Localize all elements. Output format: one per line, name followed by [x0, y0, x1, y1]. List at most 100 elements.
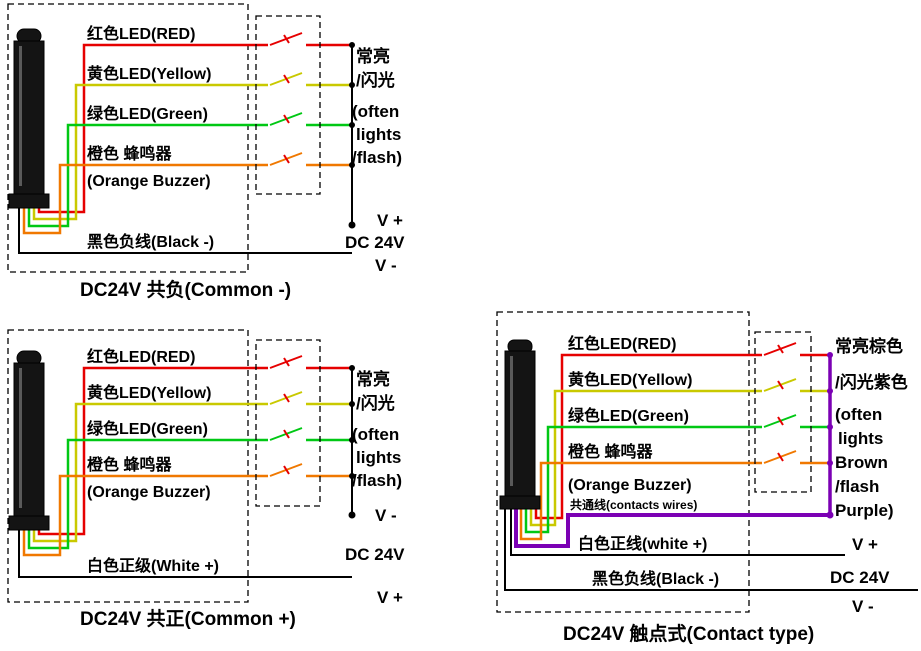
- junction-dot: [827, 388, 833, 394]
- mode-label-4: lights: [838, 429, 883, 448]
- v-minus-label: V -: [375, 256, 397, 275]
- junction-dot: [349, 473, 355, 479]
- switch-contact-tick: [777, 344, 784, 354]
- tower-highlight: [510, 356, 513, 486]
- mode-label-6: /flash: [835, 477, 879, 496]
- mode-label-4: lights: [356, 125, 401, 144]
- device-boundary-box: [7, 3, 249, 273]
- switch-contact-tick: [283, 154, 290, 164]
- green-led-label: 绿色LED(Green): [87, 104, 208, 123]
- tower-base: [8, 515, 50, 531]
- switch-contact-tick: [283, 465, 290, 475]
- junction-dot: [349, 122, 355, 128]
- green-led-label: 绿色LED(Green): [568, 406, 689, 425]
- switch-group-box: [754, 331, 812, 493]
- mode-label-5: /flash): [352, 471, 402, 490]
- orange-buzzer-wire: [22, 163, 352, 235]
- mode-label-2: /闪光: [356, 70, 395, 90]
- mode-label-1: 常亮: [356, 369, 390, 389]
- diagram-caption: DC24V 共正(Common +): [80, 608, 296, 630]
- mode-label-2: /闪光紫色: [835, 372, 908, 392]
- purple-common-wire: [514, 503, 830, 548]
- orange-buzzer-label-en: (Orange Buzzer): [568, 477, 692, 494]
- dc-voltage-label: DC 24V: [345, 233, 405, 252]
- orange-buzzer-label-en: (Orange Buzzer): [87, 484, 211, 501]
- mode-label-3: (often: [352, 102, 399, 121]
- black-negative-wire: [18, 200, 352, 254]
- switch-contact-tick: [777, 416, 784, 426]
- tower-highlight: [19, 46, 22, 186]
- mode-label-5: /flash): [352, 148, 402, 167]
- green-led-wire: [524, 425, 830, 534]
- white-wire-label: 白色正线(white +): [578, 534, 707, 553]
- black-negative-wire: [504, 503, 918, 591]
- tower-base: [8, 193, 50, 209]
- orange-buzzer-wire: [22, 474, 352, 557]
- terminal-dot: [826, 511, 834, 519]
- mode-label-7: Purple): [835, 501, 894, 520]
- switch-contact-tick: [283, 393, 290, 403]
- red-led-label: 红色LED(RED): [87, 347, 195, 366]
- junction-dot: [349, 162, 355, 168]
- v-plus-label: V +: [852, 535, 878, 554]
- common-wire-label: 黑色负线(Black -): [87, 232, 214, 251]
- green-led-wire: [27, 438, 352, 550]
- diagram-common-negative: 红色LED(RED) 黄色LED(Yellow) 绿色LED(Green) 橙色…: [7, 3, 405, 301]
- yellow-led-label: 黄色LED(Yellow): [568, 370, 692, 389]
- contacts-wire-label: 共通线(contacts wires): [570, 497, 697, 512]
- v-plus-label: V +: [377, 211, 403, 230]
- orange-buzzer-label-cn: 橙色 蜂鸣器: [87, 144, 172, 163]
- diagram-caption: DC24V 共负(Common -): [80, 278, 291, 301]
- mode-label-4: lights: [356, 448, 401, 467]
- junction-dot: [349, 82, 355, 88]
- orange-buzzer-label-cn: 橙色 蜂鸣器: [568, 442, 653, 461]
- black-wire-label: 黑色负线(Black -): [592, 569, 719, 588]
- dc-voltage-label: DC 24V: [830, 568, 890, 587]
- diagram-contact-type: 红色LED(RED) 黄色LED(Yellow) 绿色LED(Green) 橙色…: [496, 311, 918, 645]
- tower-body: [504, 350, 536, 497]
- red-led-label: 红色LED(RED): [87, 24, 195, 43]
- green-led-wire: [27, 123, 352, 228]
- device-boundary-box: [7, 329, 249, 603]
- switch-contact-tick: [777, 452, 784, 462]
- v-plus-label: V +: [377, 588, 403, 607]
- diagram-common-positive: 红色LED(RED) 黄色LED(Yellow) 绿色LED(Green) 橙色…: [7, 329, 405, 630]
- mode-label-1: 常亮: [356, 46, 390, 66]
- common-wire-label: 白色正级(White +): [87, 556, 219, 575]
- v-minus-label: V -: [852, 597, 874, 616]
- switch-contact-tick: [283, 34, 290, 44]
- switch-contact-tick: [777, 380, 784, 390]
- yellow-led-wire: [529, 389, 830, 527]
- tower-highlight: [19, 368, 22, 508]
- junction-dot: [349, 42, 355, 48]
- junction-dot: [349, 437, 355, 443]
- switch-contact-tick: [283, 357, 290, 367]
- junction-dot: [827, 424, 833, 430]
- junction-dot: [349, 401, 355, 407]
- mode-label-2: /闪光: [356, 393, 395, 413]
- switch-group-box: [255, 339, 321, 507]
- yellow-led-wire: [32, 402, 352, 543]
- red-led-label: 红色LED(RED): [568, 334, 676, 353]
- terminal-dot: [348, 511, 356, 519]
- white-positive-wire: [510, 503, 845, 556]
- mode-label-5: Brown: [835, 453, 888, 472]
- green-led-label: 绿色LED(Green): [87, 419, 208, 438]
- mode-label-3: (often: [352, 425, 399, 444]
- orange-buzzer-label-en: (Orange Buzzer): [87, 173, 211, 190]
- yellow-led-label: 黄色LED(Yellow): [87, 64, 211, 83]
- orange-buzzer-wire: [519, 461, 830, 541]
- switch-group-box: [255, 15, 321, 195]
- junction-dot: [827, 352, 833, 358]
- tower-body: [13, 362, 45, 517]
- switch-contact-tick: [283, 429, 290, 439]
- tower-base: [499, 495, 541, 510]
- switch-contact-tick: [283, 74, 290, 84]
- terminal-dot: [348, 221, 356, 229]
- yellow-led-wire: [32, 83, 352, 221]
- dc-voltage-label: DC 24V: [345, 545, 405, 564]
- orange-buzzer-label-cn: 橙色 蜂鸣器: [87, 455, 172, 474]
- junction-dot: [349, 365, 355, 371]
